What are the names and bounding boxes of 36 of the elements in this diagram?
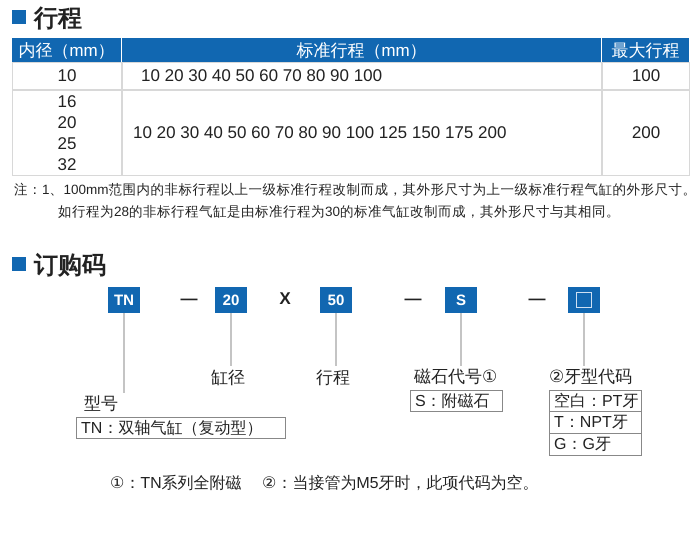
field-label: ②牙型代码 [549,366,634,388]
section-heading: 订购码 [34,251,106,281]
table-cell: 200 [602,90,690,176]
option-box: S：附磁石 [410,390,503,412]
note-text: 如行程为28的非标行程气缸是由标准行程为30的标准气缸改制而成，其外形尺寸与其相同。 [58,203,620,221]
option-box: T：NPT牙 [549,412,642,434]
code-box: S [445,287,477,313]
table-cell: 10 20 30 40 50 60 70 80 90 100 125 150 175 200 [122,90,602,176]
header-cell: 最大行程 [602,38,690,62]
field-label: 磁石代号① [413,366,498,388]
separator-text: — [404,289,422,309]
table-cell: 10 [12,62,122,90]
code-box: 20 [215,287,247,313]
code-box: TN [108,287,140,313]
separator-text: — [528,289,546,309]
separator-text: X [278,289,292,309]
leader-line [460,312,462,366]
option-box: G：G牙 [549,434,642,456]
table-cell: 16 20 25 32 [12,90,122,176]
table-cell: 10 20 30 40 50 60 70 80 90 100 [122,62,602,90]
footnote-text: ②：当接管为M5牙时，此项代码为空。 [262,474,539,494]
header-cell: 标准行程（mm） [122,38,602,62]
field-label: 行程 [316,366,356,388]
field-label: 缸径 [211,366,251,388]
separator-text: — [180,289,198,309]
footnote-text: ①：TN系列全附磁 [110,474,242,494]
field-label: 型号 [83,393,119,415]
leader-line [230,312,232,366]
option-box: TN：双轴气缸（复动型） [76,417,286,439]
note-text: 注：1、100mm范围内的非标行程以上一级标准行程改制而成，其外形尺寸为上一级标准行程气缸的外形尺寸。 [14,181,697,199]
code-box [568,287,600,313]
header-cell: 内径（mm） [12,38,122,62]
table-cell: 100 [602,62,690,90]
section-heading: 行程 [34,4,82,34]
option-box: 空白：PT牙 [549,390,642,412]
code-box: 50 [320,287,352,313]
